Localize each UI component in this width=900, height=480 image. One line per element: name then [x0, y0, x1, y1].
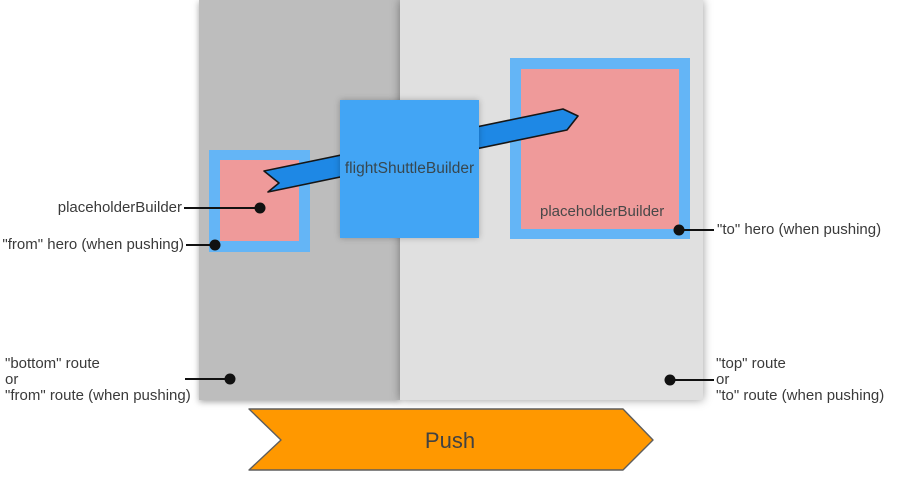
- bottom-route-label-line3: "from" route (when pushing): [5, 387, 191, 404]
- flight-shuttle-label: flightShuttleBuilder: [344, 160, 475, 177]
- bottom-route-label-line2: or: [5, 371, 19, 388]
- top-route-label-line2: or: [716, 371, 730, 388]
- top-route-label-line3: "to" route (when pushing): [716, 387, 885, 404]
- push-arrow: [248, 408, 654, 471]
- to-hero-label: "to" hero (when pushing): [717, 221, 882, 238]
- from-hero-placeholder-fill: [220, 160, 299, 241]
- to-hero-box: placeholderBuilder: [510, 58, 690, 239]
- top-route-label-line1: "top" route: [716, 355, 786, 372]
- bottom-route-label: "bottom" route or "from" route (when pus…: [5, 356, 191, 404]
- to-hero-placeholder-fill: placeholderBuilder: [521, 69, 679, 229]
- placeholder-builder-left-label: placeholderBuilder: [57, 199, 182, 216]
- push-label: Push: [425, 428, 475, 453]
- to-hero-placeholder-label: placeholderBuilder: [540, 203, 665, 220]
- from-hero-box: [209, 150, 310, 252]
- from-hero-label: "from" hero (when pushing): [2, 236, 184, 253]
- flight-shuttle-box: flightShuttleBuilder: [340, 100, 479, 238]
- top-route-label: "top" route or "to" route (when pushing): [716, 356, 884, 404]
- bottom-route-label-line1: "bottom" route: [5, 355, 100, 372]
